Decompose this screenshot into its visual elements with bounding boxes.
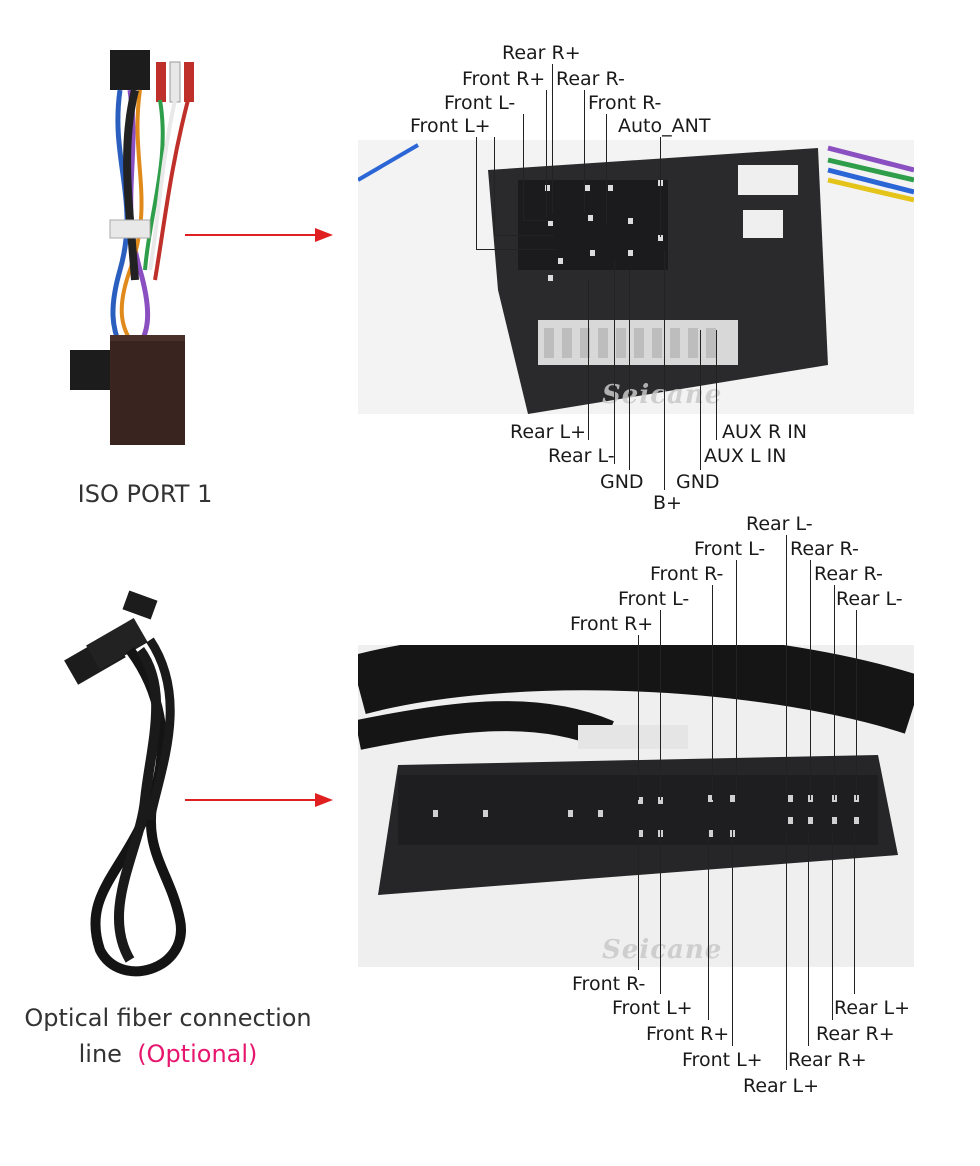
iso-connector-image: Seicane bbox=[358, 140, 914, 414]
pin-label: Rear R+ bbox=[788, 1049, 867, 1071]
fiber-caption-line2: line bbox=[78, 1040, 122, 1068]
pin-label: Front L+ bbox=[612, 997, 693, 1019]
pin-label: Rear R+ bbox=[816, 1023, 895, 1045]
pin-label: Front L- bbox=[618, 588, 690, 610]
watermark: Seicane bbox=[602, 380, 723, 410]
pin-label: AUX R IN bbox=[722, 421, 808, 443]
optional-note: (Optional) bbox=[137, 1040, 258, 1068]
pin-label: Front R+ bbox=[570, 613, 654, 635]
pin-label: GND bbox=[676, 471, 720, 493]
pin-label: Rear R- bbox=[790, 538, 859, 560]
pin-label: Rear R- bbox=[814, 563, 883, 585]
pin-label: Rear R+ bbox=[502, 42, 581, 64]
pin-label: Rear L- bbox=[746, 513, 813, 535]
pin-label: Rear L+ bbox=[743, 1075, 820, 1097]
pin-label: Front R+ bbox=[646, 1023, 730, 1045]
pin-label: Front L- bbox=[694, 538, 766, 560]
pin-label: Rear L+ bbox=[510, 421, 587, 443]
pin-label: Front R- bbox=[650, 563, 724, 585]
pin-label: B+ bbox=[653, 492, 682, 514]
pin-label: Auto_ANT bbox=[618, 115, 711, 137]
pin-label: Rear L+ bbox=[834, 997, 911, 1019]
pin-label: Front R+ bbox=[462, 68, 546, 90]
pin-label: Front R- bbox=[572, 973, 646, 995]
pin-label: Rear R- bbox=[556, 68, 625, 90]
arrow-right-icon bbox=[185, 228, 333, 242]
fiber-cable-image bbox=[60, 590, 210, 990]
pin-label: Rear L- bbox=[836, 588, 903, 610]
pin-label: GND bbox=[600, 471, 644, 493]
fiber-caption-line1: Optical fiber connection bbox=[24, 1004, 312, 1032]
pin-label: Front L+ bbox=[682, 1049, 763, 1071]
arrow-right-icon bbox=[185, 793, 333, 807]
iso-port-caption: ISO PORT 1 bbox=[77, 480, 213, 508]
pin-label: Front L+ bbox=[410, 115, 491, 137]
fiber-caption: Optical fiber connection line (Optional) bbox=[0, 1000, 336, 1072]
iso-harness-image bbox=[60, 40, 210, 460]
pin-label: Rear L- bbox=[548, 445, 615, 467]
pin-label: Front R- bbox=[588, 92, 662, 114]
pin-label: Front L- bbox=[444, 92, 516, 114]
watermark: Seicane bbox=[602, 935, 723, 965]
fiber-connector-image: Seicane bbox=[358, 645, 914, 967]
pin-label: AUX L IN bbox=[704, 445, 787, 467]
